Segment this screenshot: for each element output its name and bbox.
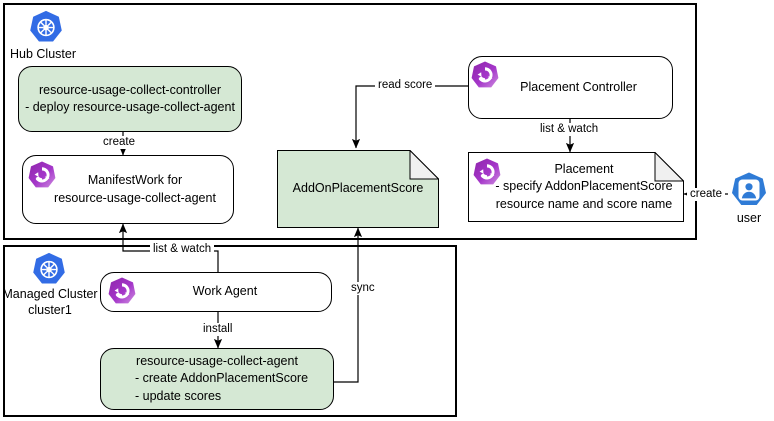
crd-resource-icon <box>471 157 503 189</box>
placement-bullet-2: resource name and score name <box>495 196 673 211</box>
user-label: user <box>736 211 762 225</box>
edge-label-create: create <box>100 136 138 149</box>
edge-label-create-user: create <box>687 188 725 201</box>
edge-label-install: install <box>200 323 236 336</box>
placement-bullet-1: - specify AddonPlacementScore <box>495 179 673 194</box>
work-agent-node[interactable]: Work Agent <box>100 272 332 312</box>
work-agent-title: Work Agent <box>192 284 258 299</box>
edge-label-sync: sync <box>348 282 378 295</box>
placement-title: Placement <box>554 162 614 177</box>
placement-controller-title: Placement Controller <box>520 79 637 94</box>
kubernetes-icon <box>27 9 65 47</box>
managed-cluster-label: Managed Cluster cluster1 <box>0 286 100 319</box>
edge-label-read-score: read score <box>375 79 436 92</box>
controller-bullet-1: - deploy resource-usage-collect-agent <box>25 100 235 114</box>
collect-agent-bullet-2: - update scores <box>135 388 222 403</box>
collect-agent-bullet-1: - create AddonPlacementScore <box>135 371 309 386</box>
manifestwork-node[interactable]: ManifestWork for resource-usage-collect-… <box>22 155 234 224</box>
resource-usage-collect-agent-node[interactable]: resource-usage-collect-agent - create Ad… <box>100 348 334 410</box>
manifestwork-subtitle: resource-usage-collect-agent <box>54 190 216 205</box>
resource-usage-collect-controller-node[interactable]: resource-usage-collect-controller - depl… <box>18 66 242 132</box>
crd-resource-icon <box>26 160 58 192</box>
user-icon[interactable] <box>729 171 769 211</box>
managed-cluster-name: Managed Cluster <box>2 287 98 301</box>
managed-cluster-frame <box>3 245 457 417</box>
kubernetes-icon <box>30 251 68 289</box>
crd-resource-icon <box>106 276 138 308</box>
placement-node[interactable]: Placement - specify AddonPlacementScore … <box>468 152 684 222</box>
addon-placement-score-title: AddOnPlacementScore <box>292 181 424 196</box>
collect-agent-title: resource-usage-collect-agent <box>136 354 298 369</box>
manifestwork-title: ManifestWork for <box>87 173 183 188</box>
edge-label-list-watch-placement: list & watch <box>537 123 602 136</box>
managed-cluster-id: cluster1 <box>28 303 72 318</box>
edge-label-list-watch-manifestwork: list & watch <box>150 243 215 256</box>
hub-cluster-label: Hub Cluster <box>10 47 76 61</box>
placement-controller-node[interactable]: Placement Controller <box>468 56 673 119</box>
controller-title: resource-usage-collect-controller <box>38 82 222 97</box>
crd-resource-icon <box>469 60 501 92</box>
hub-cluster-frame <box>3 3 697 240</box>
addon-placement-score-node[interactable]: AddOnPlacementScore <box>277 150 439 228</box>
